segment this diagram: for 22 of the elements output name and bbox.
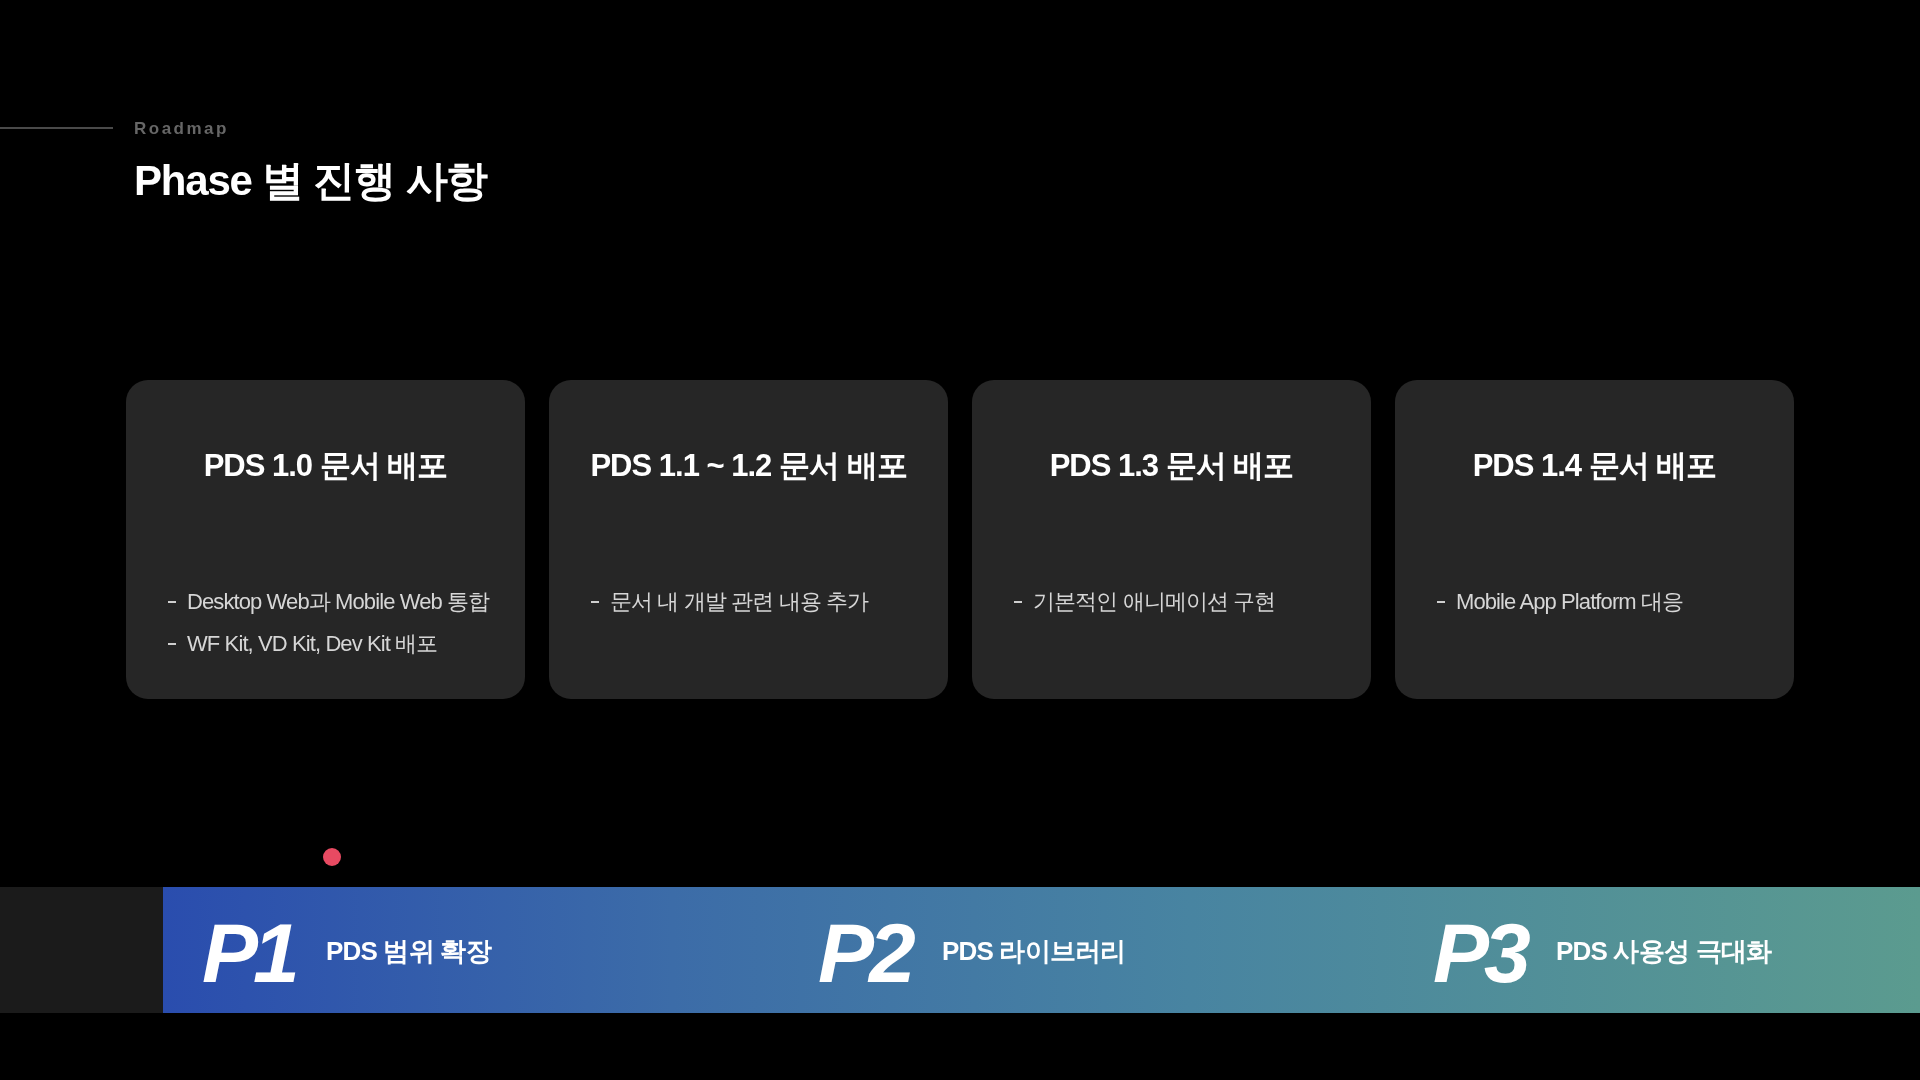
phase-code: P1	[202, 911, 295, 995]
phase-card	[549, 380, 948, 699]
phase-description: PDS 범위 확장	[326, 935, 491, 967]
phase-code: P2	[818, 911, 911, 995]
phase-card	[1395, 380, 1794, 699]
phase-card	[972, 380, 1371, 699]
bullet-text: Desktop Web과 Mobile Web 통합	[187, 588, 490, 616]
card-title: PDS 1.3 문서 배포	[1049, 447, 1294, 485]
bullet-text: WF Kit, VD Kit, Dev Kit 배포	[187, 630, 438, 658]
section-label: Roadmap	[134, 119, 229, 139]
phase-description: PDS 라이브러리	[942, 935, 1126, 967]
card-title: PDS 1.0 문서 배포	[203, 447, 448, 485]
card-title: PDS 1.1 ~ 1.2 문서 배포	[590, 447, 907, 485]
bullet-text: 기본적인 애니메이션 구현	[1033, 588, 1276, 616]
bullet-text: 문서 내 개발 관련 내용 추가	[610, 588, 869, 616]
phase-card	[126, 380, 525, 699]
phase-description: PDS 사용성 극대화	[1556, 935, 1772, 967]
page-title: Phase 별 진행 사항	[134, 157, 488, 205]
phase-band	[0, 887, 1920, 1013]
bullet-text: Mobile App Platform 대응	[1456, 588, 1684, 616]
phase-code: P3	[1433, 911, 1526, 995]
card-title: PDS 1.4 문서 배포	[1472, 447, 1717, 485]
